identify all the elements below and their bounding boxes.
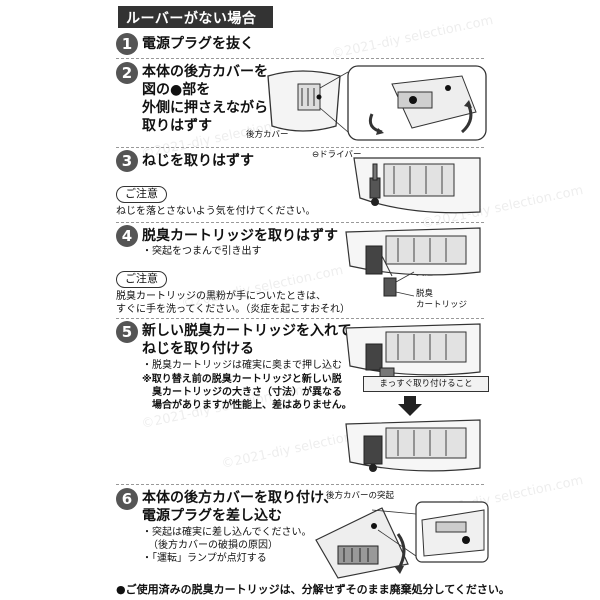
caution-badge: ご注意: [116, 271, 167, 288]
step-2-callout-rear-cover: 後方カバー: [246, 130, 289, 140]
step-5-title-line-1: 新しい脱臭カートリッジを入れて、: [142, 323, 365, 339]
step-5-title-line-2: ねじを取り付ける: [142, 341, 254, 357]
step-6-illustration: [315, 501, 489, 579]
down-arrow-icon: [398, 396, 422, 416]
divider: [116, 318, 484, 319]
watermark: ©2021-diy selection.com: [330, 13, 495, 62]
step-2-title-line-2: 図の●部を: [142, 82, 211, 98]
step-6-number: 6: [116, 488, 138, 510]
step-5-number: 5: [116, 321, 138, 343]
step-5-bullet: ・脱臭カートリッジは確実に奥まで押し込む: [142, 360, 342, 371]
step-6-bullet-3: ・「運転」ランプが点灯する: [142, 553, 267, 564]
step-4-callout-cartridge-2: カートリッジ: [416, 300, 468, 310]
disposal-note: ●ご使用済みの脱臭カートリッジは、分解せずそのまま廃棄処分してください。: [116, 583, 510, 596]
caution-2-line-1: 脱臭カートリッジの黒粉が手についたときは、: [116, 291, 326, 302]
step-2-title-line-3: 外側に押さえながら: [142, 100, 268, 116]
divider: [116, 58, 484, 59]
step-2-title-line-1: 本体の後方カバーを: [142, 64, 268, 80]
step-3-illustration: [353, 157, 481, 214]
step-6-callout-rear-cover-tab: 後方カバーの突起: [326, 491, 395, 501]
step-3-title: ねじを取りはずす: [142, 153, 254, 169]
step-3-number: 3: [116, 150, 138, 172]
step-2-illustration: [267, 65, 487, 141]
step-4-number: 4: [116, 225, 138, 247]
step-5-install-straight-tag: まっすぐ取り付けること: [363, 376, 489, 392]
step-6-bullet-2: （後方カバーの破損の原因）: [148, 540, 278, 551]
step-2-number: 2: [116, 62, 138, 84]
step-4-title: 脱臭カートリッジを取りはずす: [142, 228, 338, 244]
caution-2-line-2: すぐに手を洗ってください。（炎症を起こすおそれ）: [116, 304, 350, 315]
step-5-note-line-1: ※取り替え前の脱臭カートリッジと新しい脱: [142, 374, 342, 385]
step-5-illustration-bottom: [345, 419, 481, 472]
step-5-note-line-2: 臭カートリッジの大きさ（寸法）が異なる: [152, 387, 342, 398]
step-6-bullet-1: ・突起は確実に差し込んでください。: [142, 527, 312, 538]
step-2-title-line-4: 取りはずす: [142, 118, 212, 134]
divider: [116, 222, 484, 223]
divider: [116, 147, 484, 148]
divider: [116, 484, 484, 485]
step-4-illustration: [345, 227, 481, 297]
step-3-callout-driver: ⊖ドライバー: [312, 150, 362, 160]
step-4-bullet: ・突起をつまんで引き出す: [142, 246, 262, 257]
step-4-callout-cartridge-1: 脱臭: [416, 289, 434, 299]
step-6-title-line-1: 本体の後方カバーを取り付け、: [142, 490, 338, 506]
step-1-number: 1: [116, 33, 138, 55]
step-1-title: 電源プラグを抜く: [142, 36, 254, 52]
section-header: ルーバーがない場合: [118, 6, 273, 28]
caution-badge: ご注意: [116, 186, 167, 203]
step-6-title-line-2: 電源プラグを差し込む: [142, 508, 282, 524]
step-5-note-line-3: 場合がありますが性能上、差はありません。: [152, 400, 352, 411]
caution-1-text: ねじを落とさないよう気を付けてください。: [116, 206, 316, 217]
